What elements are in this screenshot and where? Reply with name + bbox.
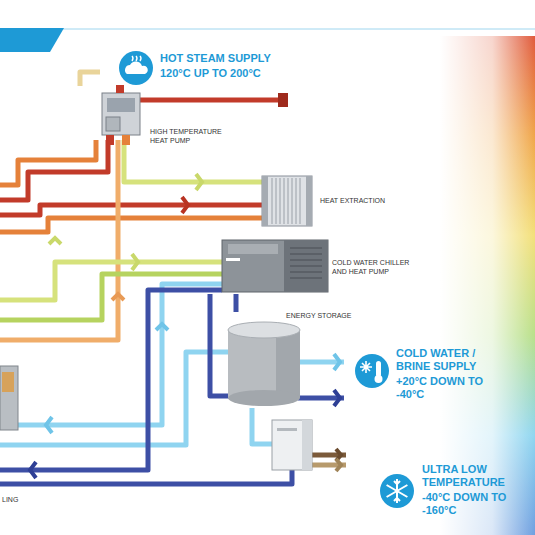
icon-circle xyxy=(380,474,414,508)
pipe xyxy=(0,290,222,470)
color-band xyxy=(440,36,535,535)
callout-range: -40°C DOWN TO -160°C xyxy=(422,491,512,517)
supply-callout: HOT STEAM SUPPLY 120°C UP TO 200°C xyxy=(118,48,298,88)
ultra-low-unit-vent xyxy=(277,428,297,431)
callout-range: +20°C DOWN TO -40°C xyxy=(396,375,488,401)
chiller-side xyxy=(284,240,328,292)
equipment-illustration xyxy=(354,353,390,389)
equipment-illustration xyxy=(96,85,148,147)
flow-chevron xyxy=(132,254,138,270)
supply-callout: COLD WATER / BRINE SUPPLY+20°C DOWN TO -… xyxy=(352,344,502,406)
tank-bottom xyxy=(228,390,300,406)
pipe xyxy=(210,294,230,396)
equipment-illustration xyxy=(224,320,304,410)
chiller-badge xyxy=(226,258,240,261)
equipment-block: HEAT EXTRACTION xyxy=(260,170,412,232)
pipe-cap xyxy=(278,93,288,107)
pipe xyxy=(0,140,96,185)
pipe xyxy=(0,218,262,232)
exchanger-end xyxy=(262,176,268,226)
pipe xyxy=(0,470,292,484)
machine-body xyxy=(102,93,140,135)
machine-panel xyxy=(107,98,135,112)
equipment-label: HEAT EXTRACTION xyxy=(320,196,410,205)
pipe xyxy=(124,140,262,182)
supply-callout: ULTRA LOW TEMPERATURE-40°C DOWN TO -160°… xyxy=(377,460,527,524)
callout-heading: COLD WATER / BRINE SUPPLY xyxy=(396,347,488,373)
corner-banner xyxy=(0,28,64,52)
callout-heading: HOT STEAM SUPPLY xyxy=(160,52,271,65)
flow-chevron xyxy=(334,354,340,370)
pipe xyxy=(80,72,100,86)
flow-chevron xyxy=(334,390,340,406)
equipment-illustration xyxy=(118,50,154,86)
color-band-fade xyxy=(440,36,535,535)
machine-stub xyxy=(122,135,130,145)
equipment-block: HIGH TEMPERATURE HEAT PUMP xyxy=(96,85,238,147)
cloud-glyph xyxy=(125,61,148,74)
flow-chevron xyxy=(46,417,52,433)
flow-chevron xyxy=(336,459,341,471)
snowflake-glyph xyxy=(387,479,408,503)
chiller-top xyxy=(228,244,278,254)
chiller-body xyxy=(222,240,328,292)
equipment-illustration xyxy=(220,238,330,294)
tank-body xyxy=(228,330,300,398)
thermometer-glyph xyxy=(376,361,381,377)
ultra-low-unit-side xyxy=(302,420,312,470)
callout-range: 120°C UP TO 200°C xyxy=(160,67,261,80)
chiller-vents xyxy=(290,248,322,278)
icon-circle xyxy=(119,51,153,85)
pipe xyxy=(140,98,280,103)
flow-chevron xyxy=(49,238,61,244)
flow-chevron xyxy=(112,294,124,300)
machine-stub xyxy=(116,85,124,93)
equipment-label: COLD WATER CHILLER AND HEAT PUMP xyxy=(332,258,424,276)
thermometer-bulb xyxy=(375,375,383,383)
machine-stub xyxy=(106,135,114,145)
exchanger-frame xyxy=(262,176,312,226)
pipe-connector xyxy=(234,294,239,312)
pipe xyxy=(0,140,108,200)
pipe xyxy=(0,262,222,300)
equipment-illustration xyxy=(379,473,415,509)
cropped-label: LING xyxy=(2,496,18,504)
top-rule xyxy=(62,29,535,30)
machine-motor xyxy=(106,117,120,131)
pipe xyxy=(0,352,230,445)
exchanger-plates xyxy=(272,178,300,224)
pipe xyxy=(0,274,222,320)
snowflake-glyph xyxy=(360,361,372,373)
callout-heading: ULTRA LOW TEMPERATURE xyxy=(422,463,512,489)
flow-chevron xyxy=(156,324,168,330)
cooling-unit-panel xyxy=(2,372,14,392)
pipe xyxy=(252,408,272,444)
icon-circle xyxy=(355,354,389,388)
tank-top xyxy=(228,322,300,338)
ultra-low-unit xyxy=(272,420,312,470)
tank-shade xyxy=(276,330,300,398)
equipment-illustration xyxy=(260,172,314,230)
equipment-label: HIGH TEMPERATURE HEAT PUMP xyxy=(150,127,234,145)
flow-chevron xyxy=(196,174,202,190)
flow-chevron xyxy=(182,197,188,213)
steam-glyph xyxy=(132,56,141,61)
cooling-unit xyxy=(0,366,18,430)
exchanger-end xyxy=(306,176,312,226)
flow-chevron xyxy=(30,462,36,478)
pipe xyxy=(0,205,262,215)
equipment-label: ENERGY STORAGE xyxy=(286,312,351,320)
equipment-block: ENERGY STORAGE xyxy=(224,312,354,412)
equipment-block: COLD WATER CHILLER AND HEAT PUMP xyxy=(220,238,430,294)
